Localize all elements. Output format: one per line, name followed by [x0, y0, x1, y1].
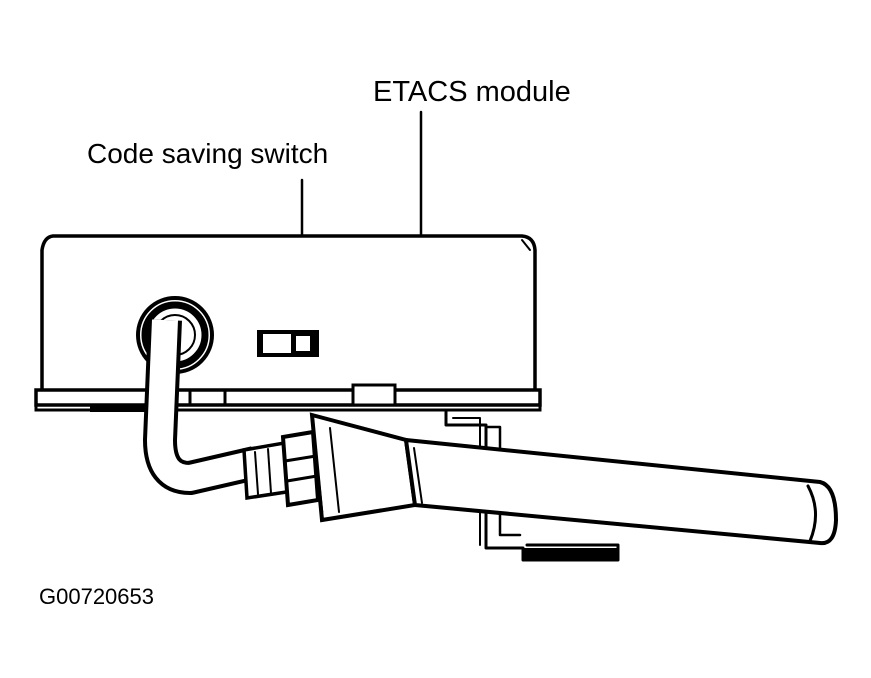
- flange-shadow: [90, 404, 150, 412]
- flange-tab-right: [351, 383, 397, 407]
- etacs-module-label: ETACS module: [373, 76, 571, 108]
- flange-tab-left: [188, 388, 227, 407]
- bracket-foot: [523, 548, 618, 560]
- connector-assembly: [242, 412, 839, 546]
- code-saving-switch-label: Code saving switch: [87, 138, 328, 169]
- code-saving-switch: [257, 330, 319, 357]
- figure-id-label: G00720653: [39, 584, 154, 609]
- wire-harness: [143, 319, 259, 495]
- etacs-module-housing: [34, 234, 542, 412]
